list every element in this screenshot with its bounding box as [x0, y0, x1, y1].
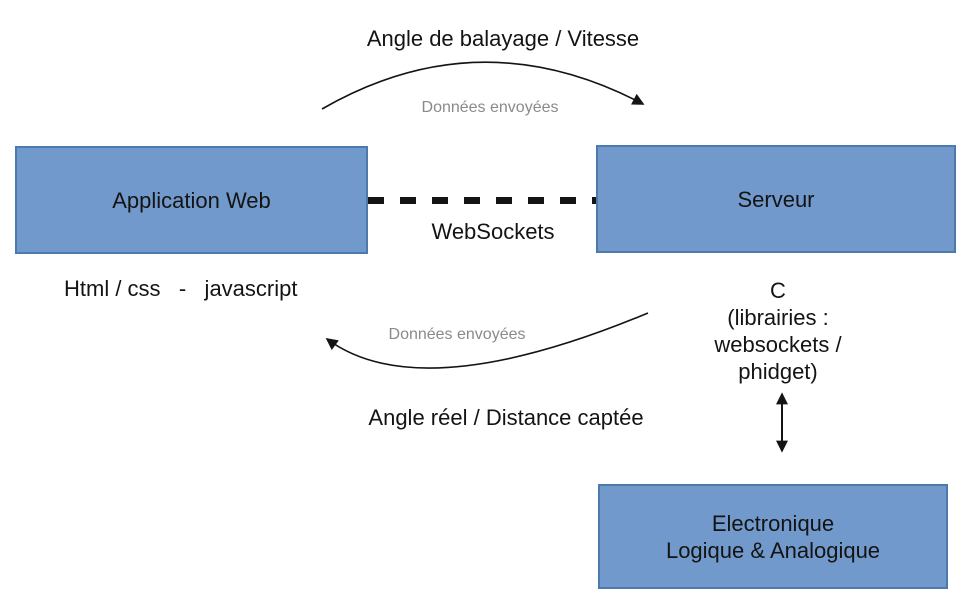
label-top-flow: Angle de balayage / Vitesse	[366, 26, 640, 51]
label-websockets: WebSockets	[431, 219, 555, 244]
label-data-sent-top: Données envoyées	[421, 99, 559, 116]
label-server-stack-line1: C	[770, 278, 786, 303]
label-data-sent-bottom: Données envoyées	[388, 326, 526, 343]
node-serveur-label: Serveur	[737, 186, 815, 212]
label-server-stack-line3: phidget)	[738, 359, 818, 384]
node-serveur: Serveur	[596, 145, 956, 253]
node-electronique: Electronique Logique & Analogique	[598, 484, 948, 589]
node-electronique-line1: Electronique	[711, 510, 835, 536]
node-electronique-line2: Logique & Analogique	[665, 537, 881, 563]
label-web-stack: Html / css - javascript	[64, 276, 298, 301]
label-bottom-flow: Angle réel / Distance captée	[368, 405, 644, 430]
label-server-stack-line2: (librairies : websockets /	[714, 305, 842, 357]
label-server-stack: C (librairies : websockets / phidget)	[680, 277, 877, 385]
node-application-web-label: Application Web	[112, 187, 271, 213]
node-application-web: Application Web	[15, 146, 368, 254]
